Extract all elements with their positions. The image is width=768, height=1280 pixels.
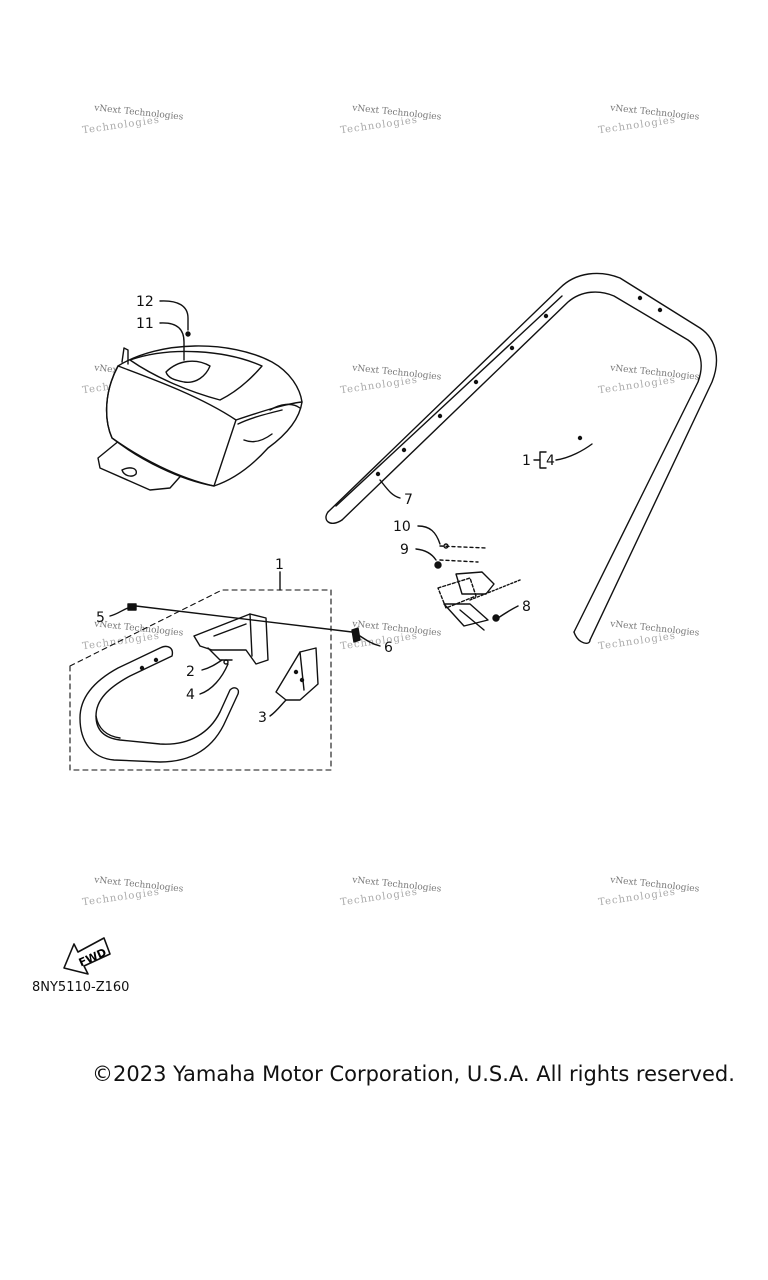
bolt-5 (127, 603, 137, 611)
bolt-axis (135, 605, 353, 633)
callout-10: 10 (393, 519, 411, 535)
bumper-bar (79, 645, 240, 763)
callout-5: 5 (96, 610, 105, 626)
diagram-code: 8NY5110-Z160 (32, 980, 130, 995)
callout-7: 7 (404, 492, 413, 508)
leader-6 (359, 635, 381, 647)
leader-4-rail (555, 443, 593, 461)
grab-rail (325, 272, 718, 644)
nut-6 (351, 627, 361, 643)
callout-1: 1 (275, 557, 284, 573)
callout-3: 3 (258, 710, 267, 726)
screw-12 (185, 331, 191, 337)
leader-11 (159, 322, 185, 361)
leader-7 (379, 479, 401, 499)
callout-4-rail: 4 (546, 453, 555, 469)
callout-2: 2 (186, 664, 195, 680)
leader-12 (159, 300, 189, 331)
callout-11: 11 (136, 316, 154, 332)
leader-10 (417, 525, 441, 545)
leader-5 (109, 607, 129, 617)
storage-bag (97, 345, 303, 491)
callout-8: 8 (522, 599, 531, 615)
rail-mount (434, 543, 521, 631)
callout-4: 4 (186, 687, 195, 703)
kit-boundary (69, 589, 332, 771)
callout-12: 12 (136, 294, 154, 310)
support-plate (275, 647, 319, 701)
callout-6: 6 (384, 640, 393, 656)
mount-bracket (193, 613, 269, 665)
leader-9 (415, 548, 437, 561)
leader-4 (199, 663, 229, 695)
leader-8 (497, 605, 519, 619)
leader-2 (201, 659, 223, 671)
callout-1-rail: 1 (522, 453, 531, 469)
fwd-arrow-icon (63, 937, 111, 975)
callout-9: 9 (400, 542, 409, 558)
copyright-notice: ©2023 Yamaha Motor Corporation, U.S.A. A… (92, 1062, 735, 1086)
leader-3 (269, 699, 287, 717)
